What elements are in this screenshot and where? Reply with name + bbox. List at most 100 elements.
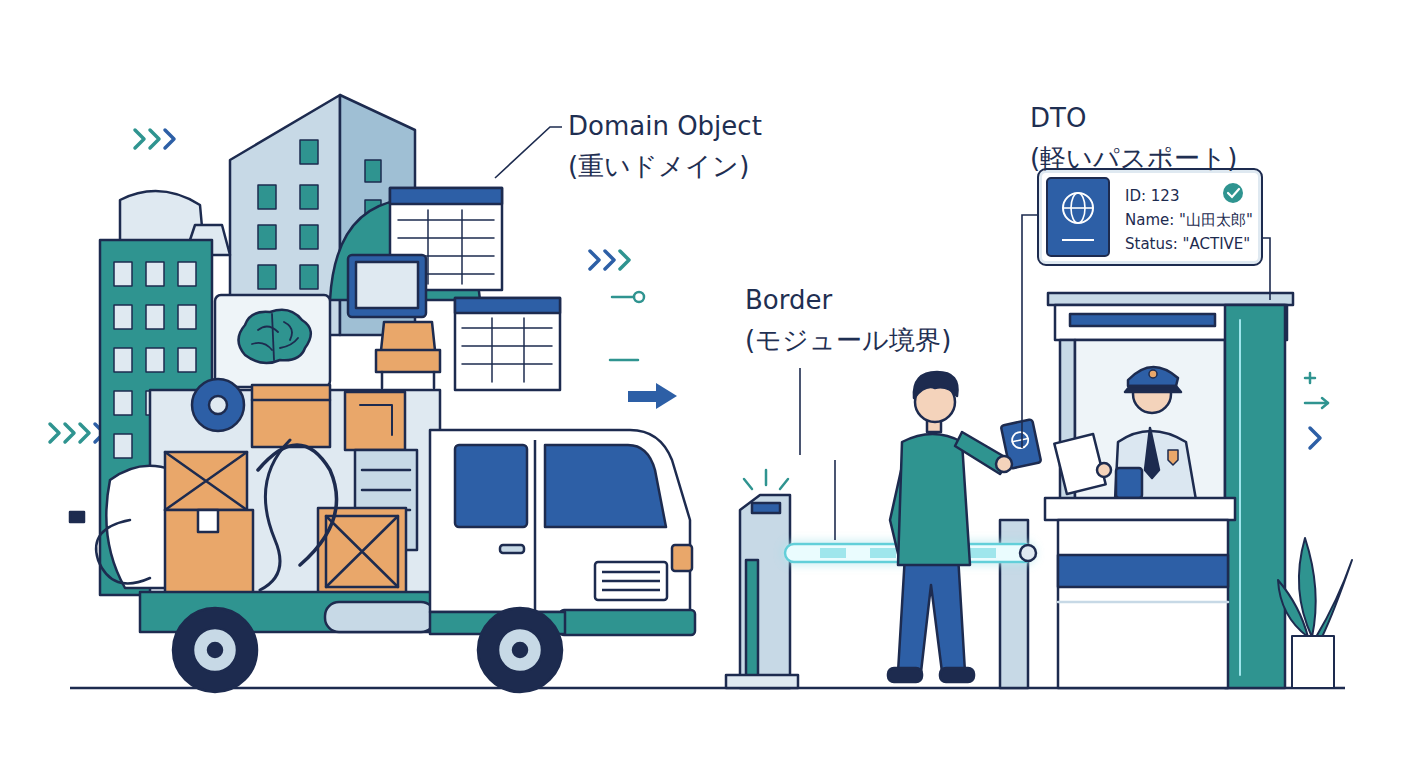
- chevron-marks: [634, 292, 644, 302]
- cargo-pile: [165, 452, 247, 510]
- passport-booth: [1058, 601, 1228, 604]
- dto-label: DTO (軽いパスポート): [1030, 98, 1270, 178]
- cargo-pile: [198, 510, 218, 532]
- truck: [455, 445, 527, 527]
- check-badge: [1228, 189, 1239, 197]
- cargo-pile: [356, 262, 418, 308]
- cargo-pile: [462, 327, 552, 329]
- border-gate: [726, 675, 798, 688]
- cargo-pile: [491, 318, 493, 382]
- chevron-marks: [605, 251, 614, 269]
- truck: [500, 545, 524, 553]
- border-gate: [752, 503, 780, 513]
- direction-arrow: [628, 383, 677, 409]
- cargo-pile: [326, 516, 398, 587]
- cargo-pile: [461, 210, 463, 284]
- cargo-pile: [178, 262, 196, 286]
- traveller: [996, 456, 1012, 472]
- cargo-pile: [258, 225, 276, 249]
- truck: [602, 580, 660, 583]
- node-text: Name: "山田太郎": [1125, 208, 1253, 232]
- border-gate: [746, 560, 758, 678]
- cargo-pile: [114, 305, 132, 329]
- cargo-pile: [300, 265, 318, 289]
- cargo-pile: [258, 265, 276, 289]
- passport-booth: [1054, 434, 1105, 494]
- traveller: [898, 555, 965, 672]
- cargo-pile: [165, 510, 253, 595]
- passport-booth: [1225, 305, 1285, 688]
- cargo-pile: [300, 225, 318, 249]
- truck: [602, 571, 660, 574]
- chevron-marks: [620, 251, 629, 269]
- domain-object-label: Domain Object (重いドメイン): [568, 106, 808, 186]
- truck: [193, 628, 237, 672]
- chevron-marks: [50, 424, 59, 442]
- cargo-pile: [381, 372, 384, 388]
- cargo-pile: [348, 255, 426, 317]
- cargo-pile: [114, 348, 132, 372]
- chevron-marks: [150, 130, 159, 148]
- chevron-marks: [65, 424, 74, 442]
- traveller: [1011, 431, 1030, 450]
- cargo-pile: [390, 188, 502, 204]
- cargo-pile: [258, 445, 337, 565]
- potted-plant: [1292, 636, 1334, 688]
- border-gate: [765, 470, 768, 485]
- traveller: [940, 668, 974, 682]
- cargo-pile: [96, 520, 150, 584]
- cargo-pile: [462, 363, 552, 365]
- truck: [325, 602, 435, 632]
- truck: [595, 562, 667, 600]
- cargo-pile: [252, 322, 298, 350]
- passport-icon: [1063, 207, 1093, 209]
- chevron-marks: [1305, 402, 1328, 405]
- truck: [672, 545, 692, 571]
- chevron-marks: [1322, 398, 1328, 408]
- leader-lines: [834, 460, 836, 540]
- passport-booth: [1045, 498, 1235, 520]
- border-gate: [1020, 545, 1036, 561]
- border-gate: [870, 548, 896, 558]
- border-gate: [740, 495, 790, 688]
- passport-booth: [1128, 367, 1178, 386]
- potted-plant: [1278, 538, 1352, 688]
- border-label: Border (モジュール境界): [745, 280, 985, 360]
- passport-booth: [1058, 555, 1228, 587]
- passport-booth: [1149, 370, 1157, 378]
- cargo-pile: [215, 295, 330, 387]
- cargo-pile: [146, 348, 164, 372]
- chevron-marks: [1310, 428, 1320, 448]
- cargo-pile: [523, 318, 525, 382]
- passport-booth: [1045, 293, 1293, 688]
- chevron-marks: [610, 359, 638, 362]
- passport-booth: [1097, 463, 1111, 477]
- cargo-pile: [272, 314, 274, 360]
- truck: [545, 445, 666, 527]
- truck: [602, 589, 660, 592]
- chevron-marks: [135, 130, 144, 148]
- passport-booth: [1125, 386, 1181, 392]
- passport-card: ID: 123Name: "山田太郎"Status: "ACTIVE": [1037, 168, 1263, 266]
- traveller: [898, 434, 970, 565]
- cargo-pile: [239, 310, 311, 363]
- direction-arrow: [628, 391, 658, 402]
- passport-icon: [1063, 193, 1093, 223]
- chevron-marks: [612, 296, 633, 299]
- cargo-pile: [165, 452, 247, 510]
- traveller: [888, 372, 1041, 682]
- passport-booth: [1145, 428, 1159, 478]
- cargo-pile: [178, 348, 196, 372]
- cargo-pile: [114, 262, 132, 286]
- leader-lines: [495, 127, 1270, 540]
- check-badge: [1223, 183, 1243, 203]
- traveller: [914, 372, 958, 398]
- node-text: ID: 123: [1125, 184, 1253, 208]
- cargo-pile: [252, 399, 330, 402]
- passport-icon: [1071, 193, 1085, 223]
- potted-plant: [1278, 580, 1308, 637]
- truck: [140, 430, 695, 692]
- leader-lines: [1022, 215, 1037, 448]
